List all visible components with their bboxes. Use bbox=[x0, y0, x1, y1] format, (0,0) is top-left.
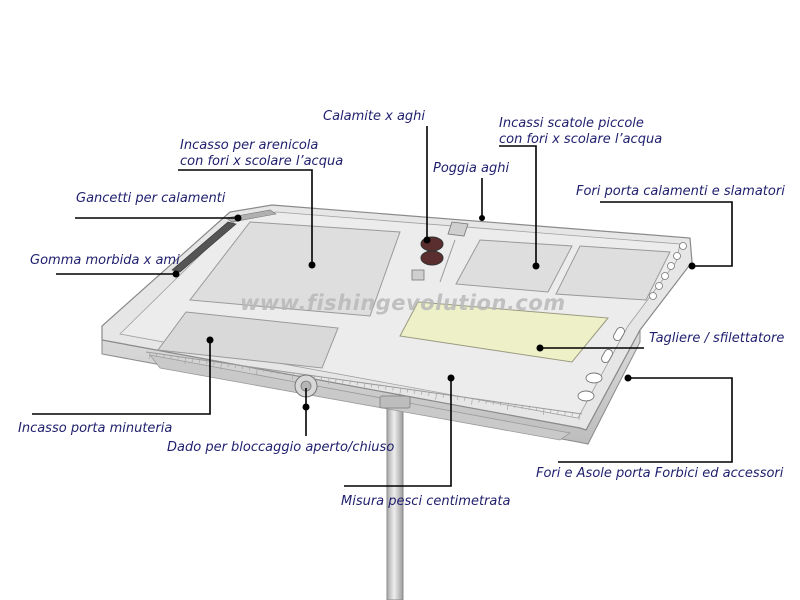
ruler-tick bbox=[370, 383, 373, 388]
ruler-tick bbox=[327, 377, 330, 385]
label-dado: Dado per bloccaggio aperto/chiuso bbox=[167, 440, 395, 455]
minuteria-recess bbox=[157, 311, 339, 369]
label-incasso-arenicola-line1: Incasso per arenicola bbox=[180, 138, 319, 153]
ruler-tick bbox=[528, 405, 531, 410]
ruler-ticks bbox=[148, 351, 581, 421]
label-calamite: Calamite x aghi bbox=[323, 109, 426, 124]
ruler-tick bbox=[564, 410, 567, 416]
ruler-tick bbox=[578, 412, 581, 421]
leader-arenicola bbox=[178, 169, 313, 265]
ruler-tick bbox=[356, 381, 359, 386]
leader-scatole bbox=[499, 145, 537, 266]
ruler-tick bbox=[406, 388, 409, 393]
ruler-tick bbox=[521, 404, 524, 409]
fish-ruler bbox=[145, 351, 583, 415]
label-tagliere: Tagliere / sfilettatore bbox=[649, 331, 785, 346]
label-gancetti: Gancetti per calamenti bbox=[76, 191, 226, 206]
ruler-tick bbox=[270, 369, 273, 374]
leader-misura bbox=[344, 378, 452, 487]
ruler-tick bbox=[549, 408, 552, 414]
ruler-tick bbox=[428, 391, 430, 396]
ruler-tick bbox=[334, 378, 337, 383]
ruler-tick bbox=[227, 363, 230, 368]
ruler-tick bbox=[148, 351, 151, 360]
small-clip bbox=[411, 269, 425, 281]
ruler-tick bbox=[420, 390, 423, 395]
ruler-tick bbox=[385, 385, 387, 390]
ruler-tick bbox=[492, 400, 495, 405]
needle-rest bbox=[447, 221, 469, 237]
label-fori-asole: Fori e Asole porta Forbici ed accessori bbox=[536, 466, 784, 481]
small-box-recess-1 bbox=[455, 239, 573, 293]
ruler-tick bbox=[506, 402, 509, 410]
ruler-tick bbox=[284, 371, 287, 376]
ruler-tick bbox=[248, 366, 251, 371]
ruler-tick bbox=[471, 397, 473, 405]
leader-dots bbox=[172, 214, 696, 411]
ruler-tick bbox=[557, 409, 559, 415]
ruler-tick bbox=[198, 359, 201, 364]
label-incassi-scatole-line1: Incassi scatole piccole bbox=[499, 116, 644, 131]
label-poggia-aghi: Poggia aghi bbox=[433, 161, 510, 176]
ruler-tick bbox=[291, 372, 294, 380]
ruler-tick bbox=[413, 389, 416, 394]
ruler-tick bbox=[377, 384, 380, 389]
leader-minuteria bbox=[32, 340, 211, 415]
ruler-tick bbox=[456, 395, 459, 400]
ruler-tick bbox=[220, 362, 223, 370]
arenicola-recess bbox=[189, 221, 401, 317]
ruler-tick bbox=[349, 380, 352, 385]
label-misura-pesci: Misura pesci centimetrata bbox=[341, 494, 511, 509]
ruler-tick bbox=[478, 398, 481, 403]
scissor-slots bbox=[577, 326, 625, 402]
ruler-tick bbox=[463, 396, 466, 401]
ruler-tick bbox=[241, 365, 244, 370]
ruler-tick bbox=[191, 358, 194, 363]
ruler-tick bbox=[542, 407, 545, 415]
ruler-tick bbox=[363, 382, 366, 390]
ruler-tick bbox=[442, 393, 445, 398]
watermark: www.fishingevolution.com bbox=[240, 291, 566, 315]
ruler-tick bbox=[263, 368, 266, 373]
ruler-tick bbox=[320, 376, 323, 381]
ruler-tick bbox=[514, 403, 516, 408]
pole-collar bbox=[379, 395, 411, 409]
cutting-board bbox=[399, 301, 609, 363]
ruler-tick bbox=[499, 401, 502, 406]
ruler-tick bbox=[392, 386, 395, 391]
ruler-tick bbox=[205, 360, 208, 365]
ruler-tick bbox=[213, 361, 215, 366]
ruler-tick bbox=[256, 367, 258, 375]
label-incassi-scatole-line2: con fori x scolare l’acqua bbox=[499, 132, 663, 147]
ruler-tick bbox=[535, 406, 538, 411]
ruler-tick bbox=[162, 353, 165, 359]
side-holes bbox=[649, 242, 687, 300]
label-incasso-arenicola-line2: con fori x scolare l’acqua bbox=[180, 154, 344, 169]
ruler-tick bbox=[155, 352, 158, 358]
ruler-tick bbox=[184, 357, 187, 365]
leader-fori-asole bbox=[558, 377, 733, 463]
ruler-tick bbox=[342, 379, 344, 384]
ruler-tick bbox=[277, 370, 280, 375]
leader-fori-calamenti bbox=[600, 201, 733, 267]
ruler-tick bbox=[177, 355, 180, 361]
ruler-tick bbox=[485, 399, 488, 404]
ruler-tick bbox=[399, 387, 402, 395]
tray-underside bbox=[149, 354, 572, 441]
ruler-tick bbox=[435, 392, 438, 400]
label-incasso-minuteria: Incasso porta minuteria bbox=[18, 421, 173, 436]
ruler-tick bbox=[234, 364, 237, 369]
label-fori-porta-calamenti: Fori porta calamenti e slamatori bbox=[576, 184, 785, 199]
label-gomma-morbida: Gomma morbida x ami bbox=[30, 253, 180, 268]
ruler-tick bbox=[571, 411, 574, 417]
leader-lines bbox=[32, 126, 733, 487]
centre-divider bbox=[439, 239, 456, 283]
ruler-tick bbox=[170, 354, 172, 360]
small-box-recess-2 bbox=[555, 245, 671, 301]
